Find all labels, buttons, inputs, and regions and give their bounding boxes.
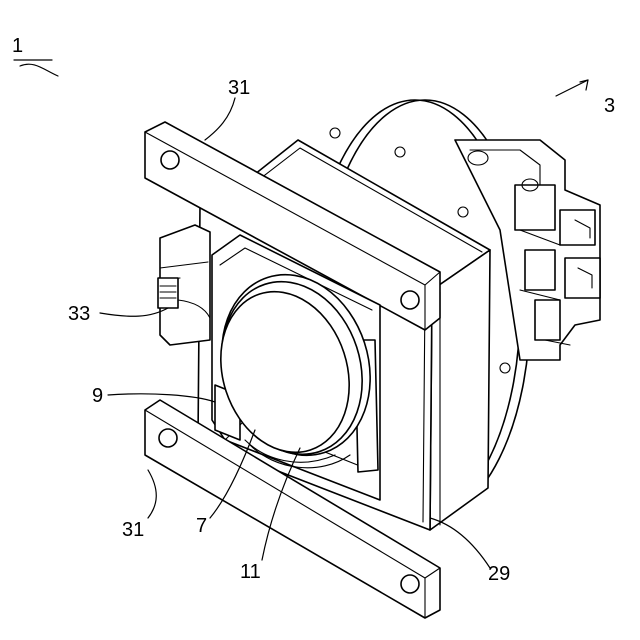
leader-29 <box>430 518 490 568</box>
leader-1 <box>14 60 58 76</box>
label-lens: 11 <box>240 561 261 583</box>
leader-3 <box>556 80 588 96</box>
bracket-hole <box>159 429 177 447</box>
bracket-hole <box>401 575 419 593</box>
side-connector <box>158 225 210 345</box>
label-holder: 7 <box>196 515 207 537</box>
leader-33 <box>100 308 168 316</box>
label-connector: 33 <box>68 303 90 325</box>
label-assembly: 1 <box>12 35 23 57</box>
leader-31-top <box>205 98 235 140</box>
label-bracket-top: 31 <box>228 77 250 99</box>
label-housing: 29 <box>488 563 510 585</box>
label-bracket-bottom: 31 <box>122 519 144 541</box>
bracket-hole <box>401 291 419 309</box>
label-unit: 3 <box>604 95 615 117</box>
leader-31-bottom <box>148 470 156 518</box>
bracket-hole <box>161 151 179 169</box>
flange-hole <box>330 128 340 138</box>
label-frame: 9 <box>92 385 103 407</box>
